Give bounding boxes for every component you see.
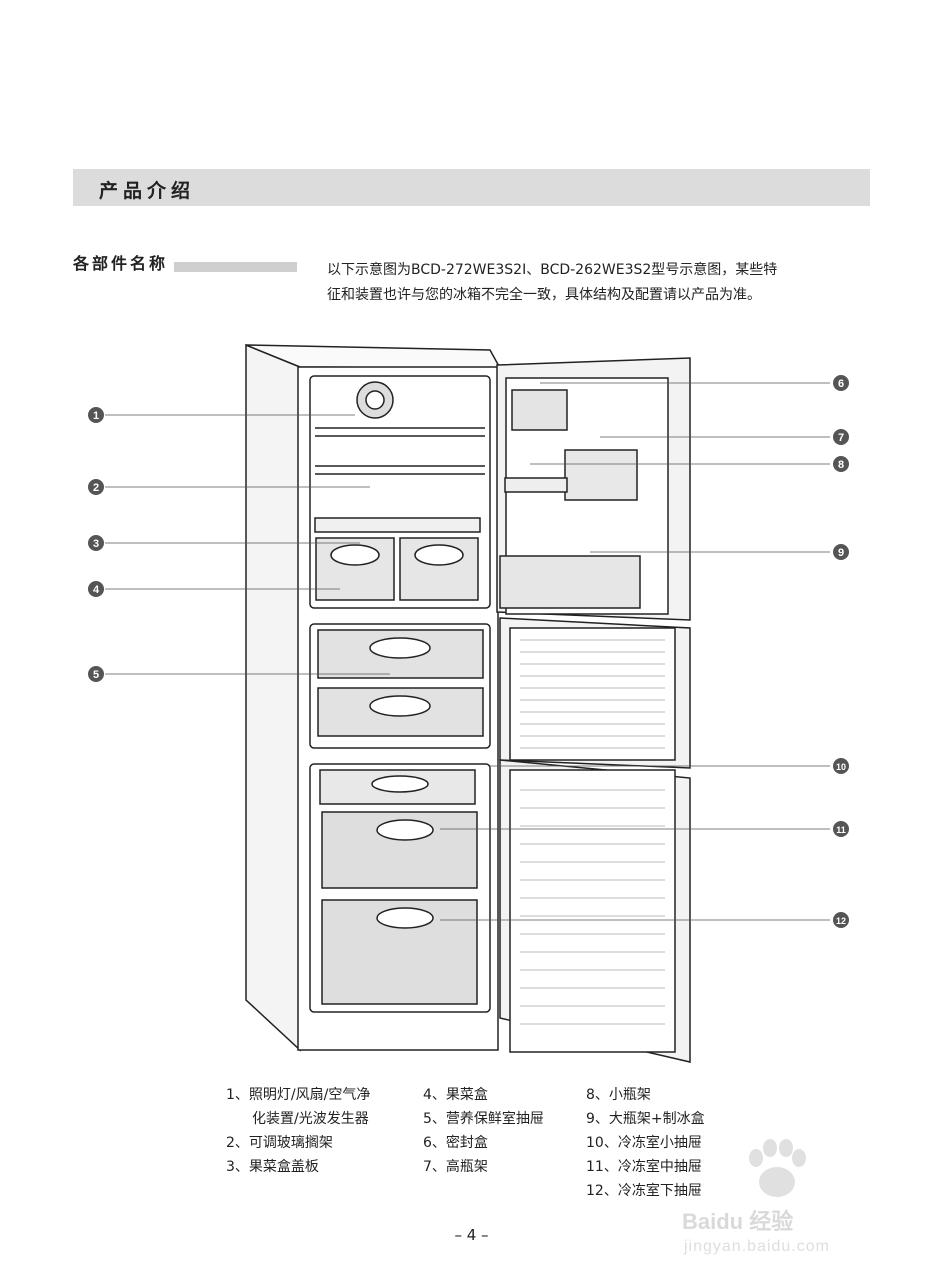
legend-column-2: 4、果菜盒 5、营养保鲜室抽屉 6、密封盒 7、高瓶架 [423,1083,544,1179]
legend-item-3: 3、果菜盒盖板 [226,1159,319,1175]
intro-line-2: 征和装置也许与您的冰箱不完全一致，具体结构及配置请以产品为准。 [327,287,761,303]
callout-marker-1 [88,407,104,423]
callout-label-12: 12 [836,916,846,926]
callout-marker-9 [833,544,849,560]
callout-label-3: 3 [93,538,99,550]
callout-label-7: 7 [838,432,844,444]
intro-paragraph: 以下示意图为BCD-272WE3S2I、BCD-262WE3S2型号示意图，某些… [327,258,872,308]
section-header-bar: 产品介绍 [73,169,870,206]
callout-marker-5 [88,666,104,682]
legend-item-5: 5、营养保鲜室抽屉 [423,1111,544,1127]
callout-label-6: 6 [838,378,844,390]
callout-label-5: 5 [93,669,99,681]
watermark-brand: Baidu 经验 [682,1209,794,1234]
callout-label-1: 1 [93,410,99,422]
callout-label-2: 2 [93,482,99,494]
callout-marker-2 [88,479,104,495]
callout-marker-7 [833,429,849,445]
baidu-watermark: Baidu 经验 jingyan.baidu.com [682,1138,902,1268]
legend-item-9: 9、大瓶架+制冰盒 [586,1111,705,1127]
callout-marker-4 [88,581,104,597]
callout-label-10: 10 [836,762,846,772]
legend-column-3: 8、小瓶架 9、大瓶架+制冰盒 10、冷冻室小抽屉 11、冷冻室中抽屉 12、冷… [586,1083,705,1203]
legend-item-2: 2、可调玻璃搁架 [226,1135,333,1151]
legend-item-7: 7、高瓶架 [423,1159,488,1175]
legend-item-11: 11、冷冻室中抽屉 [586,1159,702,1175]
intro-line-1: 以下示意图为BCD-272WE3S2I、BCD-262WE3S2型号示意图，某些… [327,262,778,278]
callout-marker-3 [88,535,104,551]
callout-marker-6 [833,375,849,391]
callout-label-4: 4 [93,584,100,596]
paw-logo-icon [749,1139,806,1197]
legend-item-1-continued: 化装置/光波发生器 [252,1111,369,1127]
legend-item-10: 10、冷冻室小抽屉 [586,1135,702,1151]
callout-label-8: 8 [838,459,844,471]
callout-marker-10 [833,758,849,774]
parts-subtitle: 各部件名称 [73,250,175,274]
callout-label-11: 11 [836,825,846,835]
callout-marker-11 [833,821,849,837]
legend-column-1: 1、照明灯/风扇/空气净 化装置/光波发生器 2、可调玻璃搁架 3、果菜盒盖板 [226,1083,370,1179]
callout-label-9: 9 [838,547,844,559]
legend-item-12: 12、冷冻室下抽屉 [586,1183,702,1199]
callout-marker-12 [833,912,849,928]
page-number: – 4 – [454,1226,489,1244]
refrigerator-diagram: 1 2 3 4 5 6 7 8 9 10 11 12 [88,343,849,1063]
legend-item-8: 8、小瓶架 [586,1087,651,1103]
watermark-url: jingyan.baidu.com [684,1238,830,1255]
legend-item-1: 1、照明灯/风扇/空气净 [226,1087,371,1103]
legend-item-4: 4、果菜盒 [423,1087,488,1103]
legend-item-6: 6、密封盒 [423,1135,488,1151]
subtitle-underline-bar [73,262,297,272]
section-title: 产品介绍 [99,180,196,202]
callout-marker-8 [833,456,849,472]
